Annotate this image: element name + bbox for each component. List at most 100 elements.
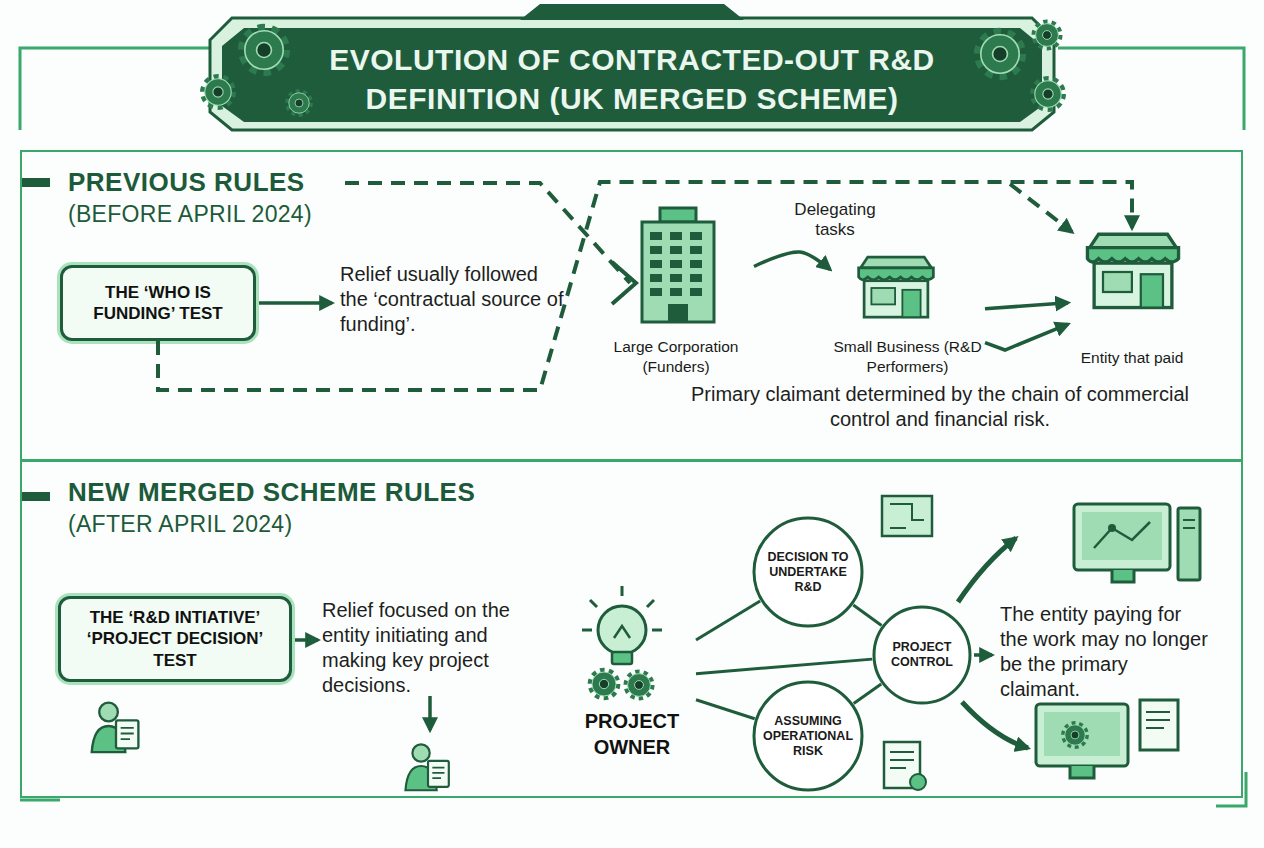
computer-icon — [1082, 512, 1162, 560]
flow-arrow — [974, 653, 992, 657]
computer-icon — [1070, 766, 1094, 778]
computer-icon — [1044, 712, 1120, 756]
blueprint-icon — [882, 496, 932, 536]
connector-line — [696, 700, 755, 719]
lightbulb-icon — [614, 626, 630, 638]
section-heading: PREVIOUS RULES — [68, 166, 312, 198]
gear-icon — [243, 29, 286, 72]
computer-icon — [1183, 520, 1195, 528]
section-subheading: (AFTER APRIL 2024) — [68, 508, 475, 540]
circle-outline — [754, 518, 862, 626]
payer-icon-node: Entity that paid — [1068, 228, 1196, 368]
circle-outline — [754, 682, 862, 790]
text-holder: Small Business (R&D Performers) — [830, 337, 985, 377]
chevron-mark — [612, 262, 636, 304]
title-banner — [222, 28, 1042, 122]
flow-arrow — [294, 638, 318, 642]
note-text: Relief usually followed the ‘contractual… — [340, 262, 568, 337]
text-holder: PROJECT OWNER — [568, 708, 696, 760]
flow-arrow — [958, 538, 1016, 602]
connector-line — [696, 659, 872, 674]
connector-line — [853, 605, 881, 626]
building-icon — [660, 208, 696, 222]
section-panel: PREVIOUS RULES(BEFORE APRIL 2024) THE ‘WH… — [20, 150, 1243, 461]
document-icon — [884, 742, 926, 790]
text-holder: DECISION TO UNDERTAKE R&D — [762, 550, 854, 595]
computer-icon — [1112, 570, 1134, 582]
section-tab — [20, 178, 50, 501]
computer-icon — [1146, 712, 1170, 728]
test-box: THE ‘R&D INTIATIVE’ ‘PROJECT DECISION’ T… — [58, 596, 292, 682]
text-holder: PREVIOUS RULES(BEFORE APRIL 2024) — [68, 166, 312, 230]
shop-icon — [1087, 234, 1178, 307]
title-banner — [520, 4, 744, 20]
computer-icon — [1036, 700, 1178, 778]
gear-icon — [288, 92, 311, 115]
section-tab — [20, 492, 50, 501]
connector-arrow — [158, 182, 1132, 390]
diagram-title: EVOLUTION OF CONTRACTED-OUT R&D DEFINITI… — [272, 40, 992, 118]
connector-arrow — [985, 303, 1068, 309]
circle-label: DECISION TO UNDERTAKE R&D — [762, 550, 854, 595]
computer-icon — [1064, 724, 1087, 747]
flow-arrow — [428, 696, 432, 730]
building-icon — [668, 304, 688, 322]
shop-icon — [859, 257, 934, 317]
blueprint-icon — [890, 504, 924, 528]
factor-circle: PROJECT CONTROL — [872, 605, 972, 705]
note-text: Primary claimant determined by the chain… — [690, 382, 1190, 432]
lightbulb-icon — [612, 652, 632, 664]
icon-label: PROJECT OWNER — [568, 708, 696, 760]
icon-label: Entity that paid — [1081, 348, 1184, 368]
circle-label: ASSUMING OPERATIONAL RISK — [762, 714, 854, 759]
text-holder: NEW MERGED SCHEME RULES(AFTER APRIL 2024… — [68, 476, 475, 540]
gear-icon — [1033, 79, 1062, 108]
computer-icon — [1178, 508, 1200, 580]
gear-icon — [979, 33, 1022, 76]
connector-arrow — [754, 252, 830, 270]
test-box: THE ‘WHO IS FUNDING’ TEST — [60, 265, 256, 341]
section-tab — [20, 178, 50, 187]
computer-icon — [1108, 524, 1116, 532]
box-label: THE ‘WHO IS FUNDING’ TEST — [71, 282, 245, 325]
computer-icon — [1036, 704, 1128, 766]
icon-label: Small Business (R&D Performers) — [830, 337, 985, 377]
edge-label: Delegating tasks — [785, 200, 885, 241]
lightbulb-icon — [598, 606, 646, 654]
circle-outline — [874, 607, 970, 703]
computer-icon — [1074, 504, 1200, 582]
text-holder: Entity that paid — [1081, 348, 1184, 368]
text-holder: Large Corporation (Funders) — [598, 337, 754, 377]
computer-icon — [1094, 522, 1150, 548]
page-frame — [20, 48, 212, 130]
connector-line — [854, 684, 882, 704]
gear-icon — [591, 671, 652, 698]
chevron-mark — [612, 262, 636, 304]
person-icon — [405, 744, 448, 790]
computer-icon — [1140, 700, 1178, 750]
factor-circle: ASSUMING OPERATIONAL RISK — [752, 680, 864, 792]
dashed-path — [1010, 184, 1072, 232]
box-label: THE ‘R&D INTIATIVE’ ‘PROJECT DECISION’ T… — [69, 607, 281, 671]
flow-arrow — [962, 702, 1028, 748]
text-holder: ASSUMING OPERATIONAL RISK — [762, 714, 854, 759]
shop-icon — [859, 234, 1179, 317]
page-frame — [20, 799, 60, 802]
person-icon — [92, 703, 139, 752]
connector-line — [696, 601, 760, 640]
performer-icon-node: Small Business (R&D Performers) — [830, 252, 985, 377]
factor-circle: DECISION TO UNDERTAKE R&D — [752, 516, 864, 628]
icon-label: Large Corporation (Funders) — [598, 337, 754, 377]
gear-icon — [203, 77, 232, 106]
note-text: Relief focused on the entity initiating … — [322, 598, 527, 698]
connector-arrow — [985, 324, 1068, 350]
page-frame — [1058, 48, 1244, 130]
text-holder: THE ‘WHO IS FUNDING’ TEST — [71, 282, 245, 325]
computer-icon — [1074, 504, 1170, 570]
owner-icon-node: PROJECT OWNER — [568, 598, 696, 760]
building-icon — [642, 222, 714, 322]
flow-arrow — [258, 301, 332, 305]
text-holder: THE ‘R&D INTIATIVE’ ‘PROJECT DECISION’ T… — [69, 607, 281, 671]
